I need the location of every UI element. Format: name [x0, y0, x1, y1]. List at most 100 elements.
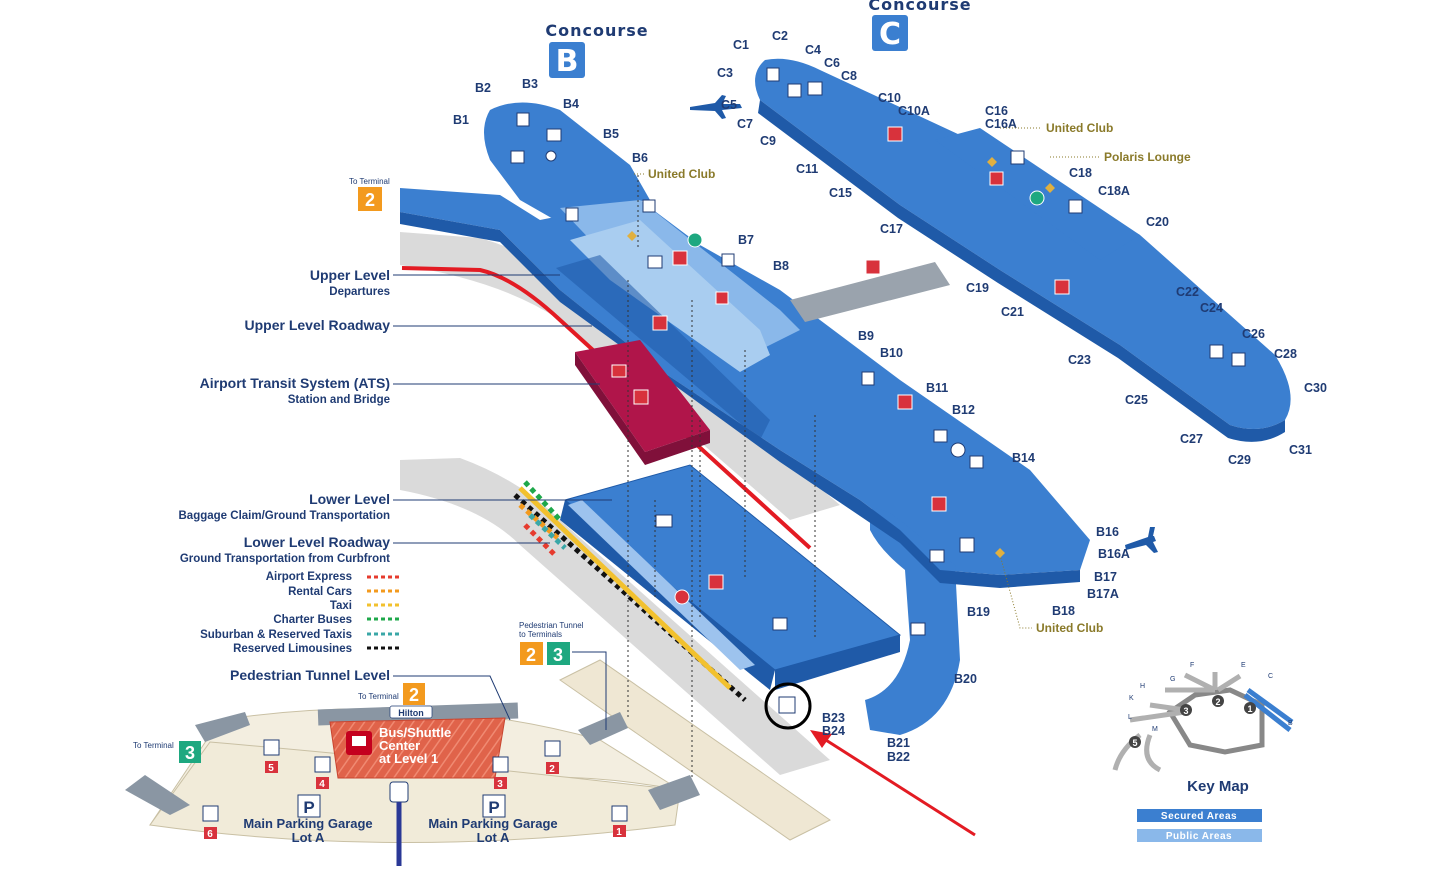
gates-concourse-c: C1 C2 C3 C4 C5 C6 C7 C8 C9 C10 C10A C11 …: [717, 29, 1327, 467]
keymap-letter: G: [1170, 676, 1175, 683]
ticket-icon: [611, 364, 627, 378]
united-club-b18: United Club: [1036, 621, 1103, 635]
globe-icon: [950, 442, 966, 458]
gate-label: B4: [563, 97, 579, 111]
aed-icon: [672, 250, 688, 266]
info-icon: [565, 207, 579, 222]
parking-icon-right: P: [482, 794, 506, 818]
phone-icon: [516, 112, 530, 127]
keymap-letter: F: [1190, 662, 1194, 669]
keymap-letter: K: [1129, 695, 1134, 702]
elevator-number: 4: [319, 779, 325, 790]
terminal-2-badge: 2: [526, 645, 536, 665]
gate-label: B23: [822, 711, 845, 725]
to-terminal-2-hilton: To Terminal 2: [358, 683, 425, 705]
ats-sub-label: Station and Bridge: [288, 394, 390, 406]
baggage-icon: [655, 514, 673, 528]
gate-label: C1: [733, 38, 749, 52]
to-terminal-label: To Terminal: [349, 177, 390, 186]
aed-icon: [887, 126, 903, 142]
terminal-3-badge: 3: [185, 743, 195, 763]
gate-label: B8: [773, 259, 789, 273]
keymap-letter: M: [1152, 726, 1158, 733]
keymap-letter: L: [1128, 714, 1132, 721]
gate-label: C27: [1180, 432, 1203, 446]
public-areas-label: Public Areas: [1166, 831, 1232, 842]
gate-label: C17: [880, 222, 903, 236]
united-club-b6: United Club: [648, 167, 715, 181]
lower-level: [400, 458, 902, 775]
aed-icon: [708, 574, 724, 590]
to-terminal-2-top: To Terminal 2: [349, 177, 390, 211]
parking-symbol: P: [488, 798, 499, 817]
key-map: 1 2 3 5 B C E F G H K L M Key Map Secure…: [1112, 662, 1294, 842]
garage-elevators: 6 5 4 3 2 1: [202, 739, 628, 840]
concourse-c-heading: Concourse: [868, 0, 971, 14]
gates-concourse-b: B1 B2 B3 B4 B5 B6 B7 B8 B9 B10 B11 B12 B…: [453, 77, 1130, 764]
garage-labels: Main Parking Garage Lot A Main Parking G…: [243, 816, 557, 845]
phone-icon: [1010, 150, 1025, 165]
legend-item: Suburban & Reserved Taxis: [200, 629, 352, 641]
united-club-c16: United Club: [1046, 121, 1113, 135]
to-terminals-label: to Terminals: [519, 630, 562, 639]
airplane-icon-b16: [1125, 527, 1158, 553]
gate-label: C29: [1228, 453, 1251, 467]
gate-label: C22: [1176, 285, 1199, 299]
keymap-letter: C: [1268, 673, 1273, 680]
pedestrian-tunnel-label: Pedestrian Tunnel Level: [230, 667, 390, 683]
service-icons: [510, 67, 1246, 837]
gate-label: B14: [1012, 451, 1035, 465]
elevator-icon: [969, 455, 984, 469]
gate-label: C21: [1001, 305, 1024, 319]
lower-level-label: Lower Level: [309, 491, 390, 507]
aed-icon: [931, 496, 947, 512]
gate-label: C20: [1146, 215, 1169, 229]
elevator-number: 1: [616, 827, 622, 838]
to-terminal-3-left: To Terminal 3: [133, 741, 201, 763]
elevator-icon: [933, 429, 948, 443]
keymap-terminal-number: 3: [1183, 706, 1188, 716]
gate-label: B21: [887, 736, 910, 750]
bus-level-label: at Level 1: [379, 751, 438, 766]
club-labels: United Club United Club Polaris Lounge U…: [627, 121, 1191, 635]
gate-label: B17: [1094, 570, 1117, 584]
garage-right-label: Main Parking Garage: [428, 816, 557, 831]
gate-label: B12: [952, 403, 975, 417]
atm-icon: [687, 232, 703, 248]
restroom-icon: [510, 150, 525, 164]
pedestrian-tunnel-terminals: Pedestrian Tunnel to Terminals 2 3: [519, 621, 607, 730]
terminal-2-badge: 2: [409, 685, 419, 705]
gate-label: C23: [1068, 353, 1091, 367]
upper-level-label: Upper Level: [310, 267, 390, 283]
baggage-label: Baggage Claim/Ground Transportation: [179, 510, 391, 522]
gate-label: B22: [887, 750, 910, 764]
gate-label: C2: [772, 29, 788, 43]
gate-label: C11: [796, 162, 818, 176]
to-terminal-label: To Terminal: [358, 692, 399, 701]
highlighted-exit-marker: [764, 682, 812, 730]
elevator-icon: [1231, 352, 1246, 367]
elevator-number: 5: [268, 763, 274, 774]
keymap-letter: E: [1241, 662, 1246, 669]
ground-curb-label: Ground Transportation from Curbfront: [180, 553, 390, 565]
ats-label: Airport Transit System (ATS): [200, 375, 390, 391]
exit-icon: [778, 696, 796, 714]
gate-label: C18: [1069, 166, 1092, 180]
gate-label: C19: [966, 281, 989, 295]
gate-label: C15: [829, 186, 852, 200]
elevator-icon: [1068, 199, 1083, 214]
gate-label: C9: [760, 134, 776, 148]
keymap-letter: B: [1288, 720, 1293, 727]
concourse-b-title: Concourse B: [545, 21, 647, 79]
gate-label: B7: [738, 233, 754, 247]
gate-label: C3: [717, 66, 733, 80]
gate-label: C16: [985, 104, 1008, 118]
parking-symbol: P: [303, 798, 314, 817]
baggage-icon: [772, 617, 788, 631]
gate-label: C18A: [1098, 184, 1130, 198]
info-icon: [715, 291, 729, 305]
info-icon: [989, 171, 1004, 186]
gate-label: B11: [926, 381, 948, 395]
legend-item: Reserved Limousines: [233, 643, 352, 655]
